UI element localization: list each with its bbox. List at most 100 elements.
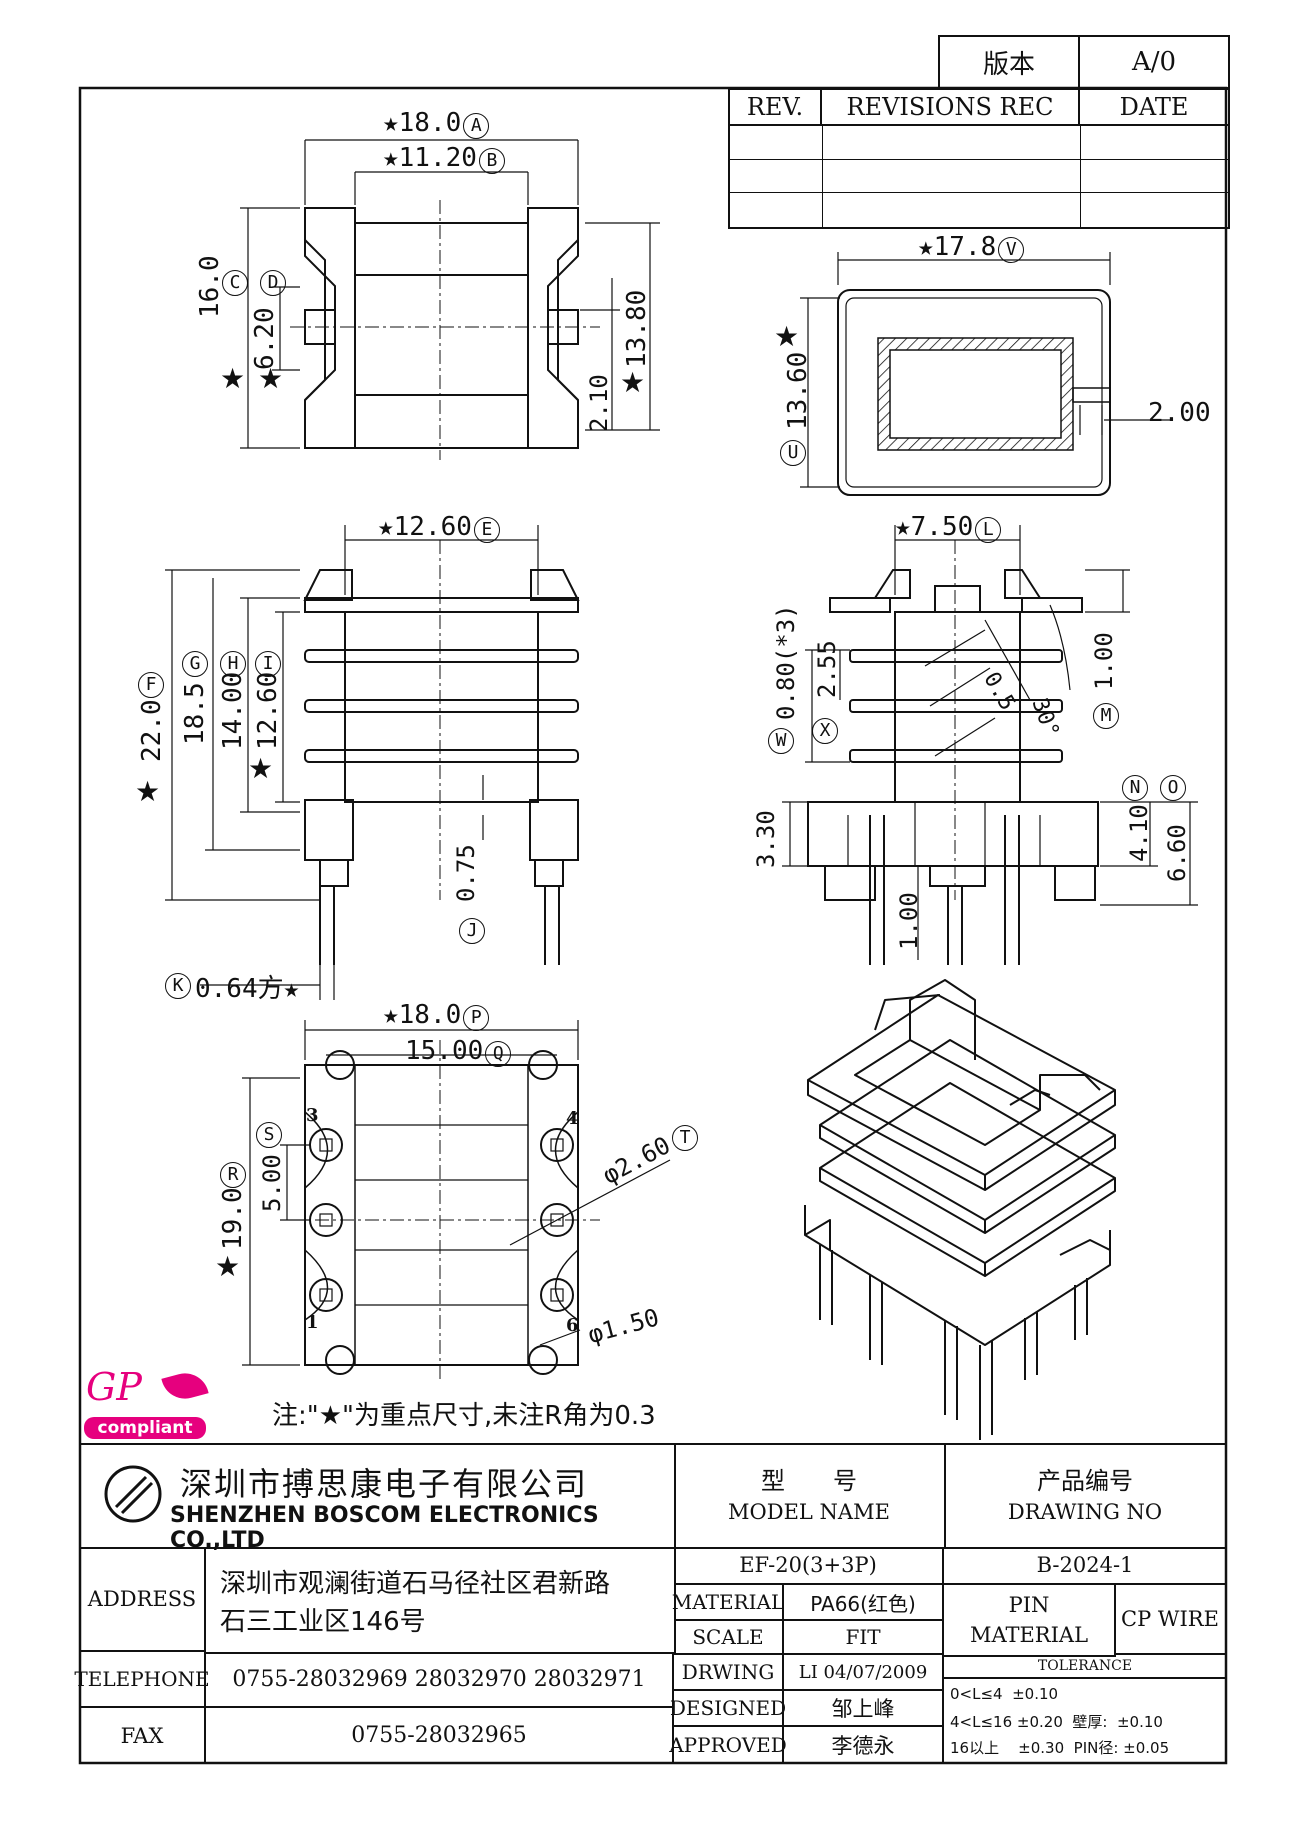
drawing-border xyxy=(78,86,1228,1765)
callout-i: I xyxy=(255,651,281,677)
version-box: 版本 A/0 xyxy=(938,35,1230,89)
dim-j: 0.75 xyxy=(452,844,480,902)
address-line-2: 石三工业区146号 xyxy=(220,1607,426,1637)
tolerance-line-1: 0<L≤4 ±0.10 xyxy=(950,1685,1059,1703)
tolerance-line-2: 4<L≤16 ±0.20 壁厚: ±0.10 xyxy=(950,1713,1163,1731)
callout-j: J xyxy=(459,918,485,944)
star-f: ★ xyxy=(135,775,161,808)
callout-d: D xyxy=(260,270,286,296)
callout-n: N xyxy=(1122,775,1148,801)
dim-255: 2.55 xyxy=(813,640,841,698)
callout-l: L xyxy=(975,517,1002,543)
designed-label: DESIGNED xyxy=(670,1691,786,1727)
dim-f: 22.0 xyxy=(137,699,167,762)
star-190: ★ xyxy=(215,1250,241,1283)
pin-material-value: CP WIRE xyxy=(1114,1585,1226,1655)
callout-x: X xyxy=(812,718,838,744)
dim-100: 1.00 xyxy=(1090,632,1118,690)
telephone-label: TELEPHONE xyxy=(74,1652,210,1708)
tolerance-label: TOLERANCE xyxy=(944,1655,1226,1679)
scale-label: SCALE xyxy=(674,1621,784,1655)
star-d: ★ xyxy=(258,362,284,395)
title-block: 深圳市搏思康电子有限公司 SHENZHEN BOSCOM ELECTRONICS… xyxy=(74,1443,1226,1765)
address-value: 深圳市观澜街道石马径社区君新路 石三工业区146号 xyxy=(206,1547,676,1654)
callout-m: M xyxy=(1093,703,1119,729)
callout-a: A xyxy=(463,113,490,139)
callout-u: U xyxy=(780,440,806,466)
pin-1-label: 1 xyxy=(306,1312,319,1333)
dim-h: 14.00 xyxy=(218,671,248,750)
dim-660: 6.60 xyxy=(1163,824,1191,882)
callout-w: W xyxy=(768,728,794,754)
callout-o: O xyxy=(1160,775,1186,801)
side-view xyxy=(782,525,1198,965)
dim-k: 0.64方★ xyxy=(195,974,300,1004)
dim-410: 4.10 xyxy=(1125,804,1153,862)
dim-210: 2.10 xyxy=(585,374,613,432)
callout-q: Q xyxy=(485,1041,512,1067)
callout-p: P xyxy=(463,1005,490,1031)
dim-i: 12.60 xyxy=(253,671,283,750)
callout-t: T xyxy=(672,1125,698,1151)
drawing-no-cell: 产品编号 DRAWING NO xyxy=(944,1445,1226,1549)
callout-h: H xyxy=(220,651,246,677)
scale-value: FIT xyxy=(784,1621,944,1655)
version-label: 版本 xyxy=(940,37,1080,87)
gp-compliant-logo: GP compliant xyxy=(84,1365,214,1447)
drawing-no-value: B-2024-1 xyxy=(944,1547,1226,1585)
callout-e: E xyxy=(473,517,500,543)
callout-g: G xyxy=(182,651,208,677)
callout-b: B xyxy=(478,148,505,174)
date-header: DATE xyxy=(1080,90,1228,126)
drawing-label: DRWING xyxy=(674,1655,784,1691)
callout-s: S xyxy=(256,1122,282,1148)
star-1360: ★ xyxy=(774,320,800,353)
drawing-no-cn: 产品编号 xyxy=(1037,1466,1133,1495)
callout-c: C xyxy=(222,270,248,296)
star-i: ★ xyxy=(248,752,274,785)
dim-190: 19.0 xyxy=(218,1187,248,1250)
model-name-cell: 型 号 MODEL NAME xyxy=(674,1445,946,1549)
drawing-value: LI 04/07/2009 xyxy=(784,1655,944,1691)
dim-g: 18.5 xyxy=(180,682,210,745)
dim-wall: 2.00 xyxy=(1148,398,1211,428)
address-label: ADDRESS xyxy=(80,1547,206,1652)
approved-label: APPROVED xyxy=(669,1727,787,1763)
top-view xyxy=(240,139,660,460)
callout-f: F xyxy=(138,672,164,698)
drawing-no-en: DRAWING NO xyxy=(1007,1500,1163,1524)
company-name-cn: 深圳市搏思康电子有限公司 xyxy=(180,1465,589,1503)
model-value: EF-20(3+3P) xyxy=(674,1547,944,1585)
approved-value: 李德永 xyxy=(784,1727,944,1763)
company-name-en: SHENZHEN BOSCOM ELECTRONICS CO.,LTD xyxy=(170,1503,599,1553)
telephone-value: 0755-28032969 28032970 28032971 xyxy=(206,1652,674,1708)
pin-4-label: 4 xyxy=(566,1108,579,1129)
compliant-text: compliant xyxy=(84,1417,206,1439)
callout-v: V xyxy=(998,237,1025,263)
drawing-note: 注:"★"为重点尺寸,未注R角为0.3 xyxy=(272,1401,656,1431)
dim-d: 6.20 xyxy=(250,307,280,370)
dim-100b: 1.00 xyxy=(895,892,923,950)
dim-500: 5.00 xyxy=(258,1154,286,1212)
outline-view xyxy=(800,252,1170,496)
company-header: 深圳市搏思康电子有限公司 SHENZHEN BOSCOM ELECTRONICS… xyxy=(80,1445,676,1553)
model-label-en: MODEL NAME xyxy=(728,1500,890,1524)
isometric-view xyxy=(804,979,1116,1440)
rev-header: REV. xyxy=(730,90,822,126)
pin-6-label: 6 xyxy=(566,1315,579,1336)
leaf-icon xyxy=(161,1368,209,1404)
material-label: MATERIAL xyxy=(672,1585,784,1621)
dim-1360: 13.60 xyxy=(783,351,813,430)
star-1380: ★ xyxy=(620,366,646,399)
pin-material-label: PIN MATERIAL xyxy=(944,1585,1116,1657)
dim-c: 16.0 xyxy=(195,255,225,318)
designed-value: 邹上峰 xyxy=(784,1691,944,1727)
callout-k: K xyxy=(165,973,191,999)
star-c: ★ xyxy=(220,362,246,395)
pin-3-label: 3 xyxy=(306,1105,319,1126)
tolerance-line-3: 16以上 ±0.30 PIN径: ±0.05 xyxy=(950,1739,1170,1757)
company-logo-icon xyxy=(104,1465,162,1523)
